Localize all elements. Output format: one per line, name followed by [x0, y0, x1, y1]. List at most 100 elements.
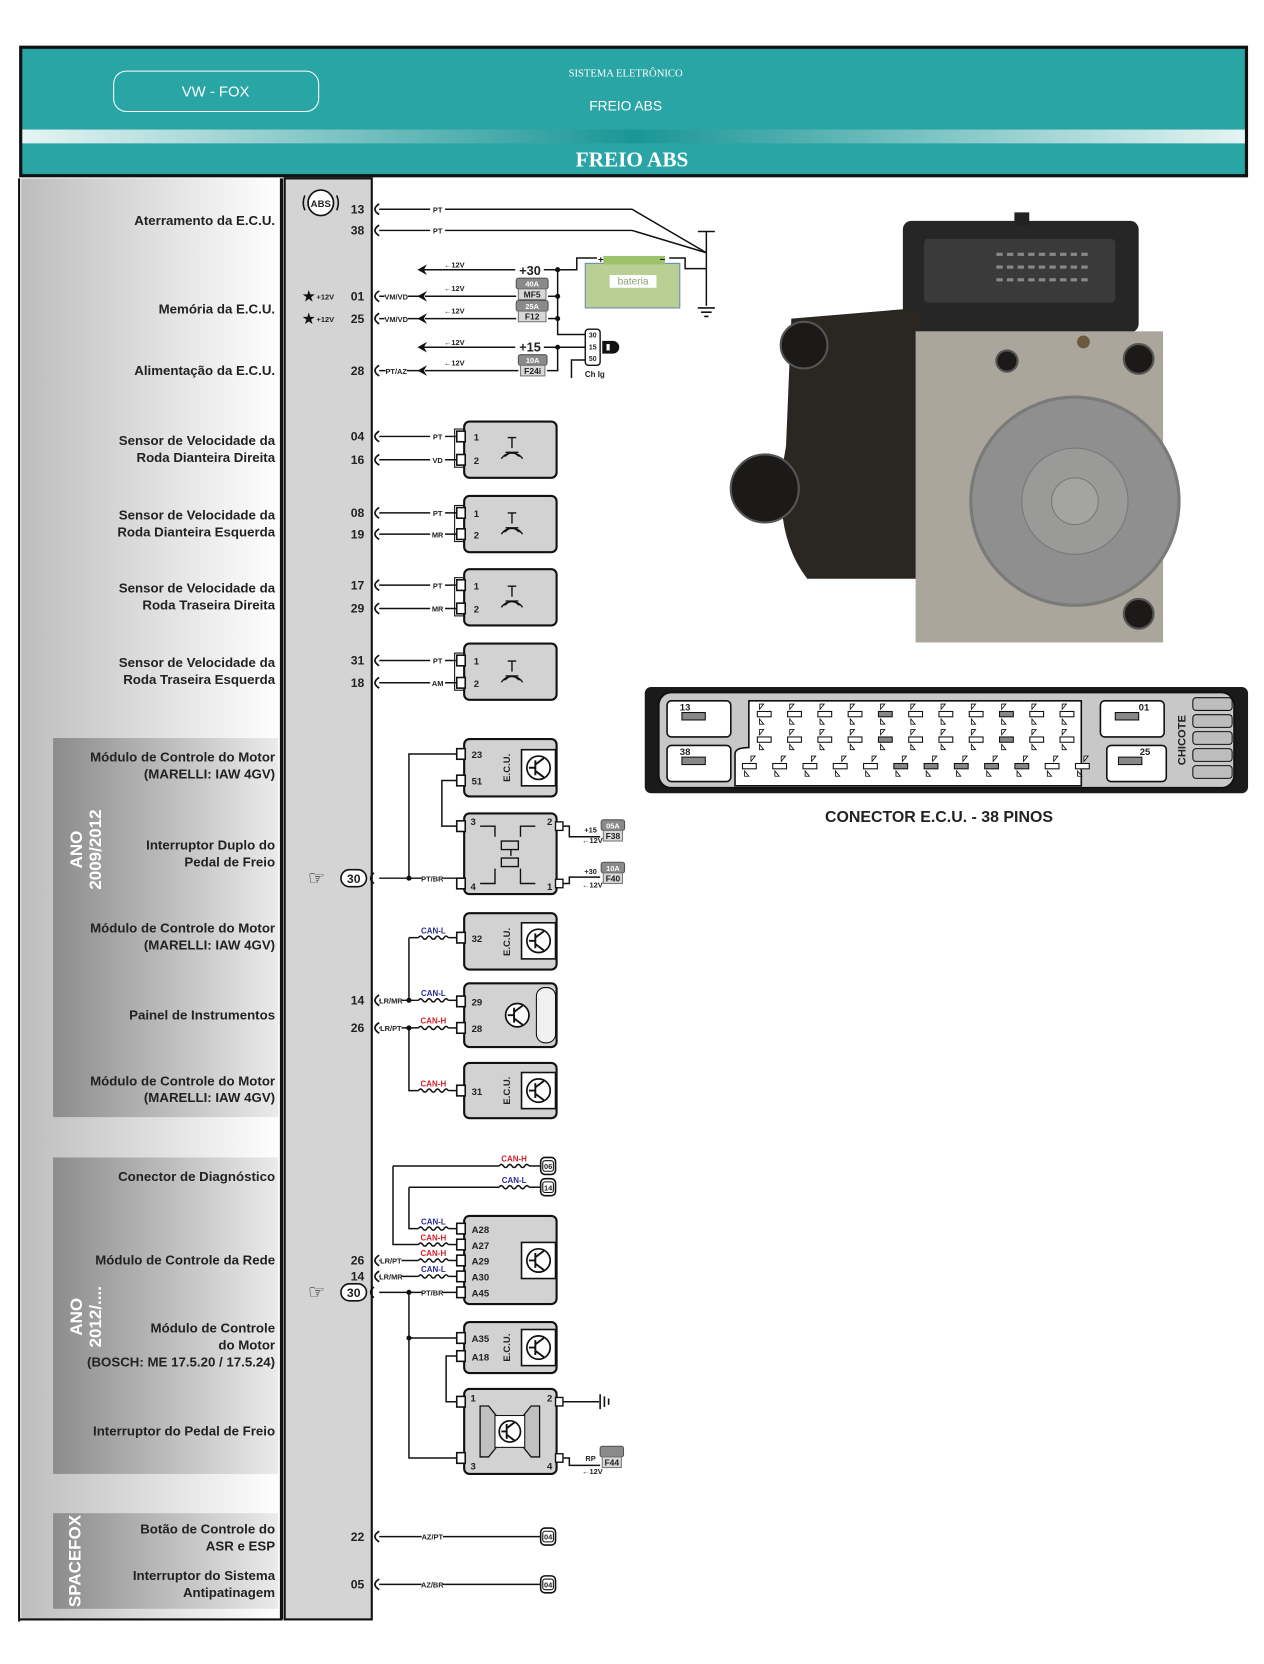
fuse-blade: [517, 288, 547, 300]
wire-label-bg: [380, 995, 402, 1005]
ecu-pin-30-oval: [340, 1283, 368, 1302]
fuse-id: F24i: [524, 366, 541, 376]
wire-label-bg: [430, 603, 446, 613]
transistor-icon: [520, 748, 557, 787]
sensor-pin: 2: [474, 530, 479, 541]
wire-color-label: PT/AZ: [385, 367, 407, 376]
fuse-blade: [601, 1456, 622, 1469]
wheel-speed-sensor: [463, 494, 558, 554]
connector-power-pin: [681, 756, 706, 766]
battery-negative-icon: −: [660, 254, 666, 265]
connector-signal-pin: [1059, 736, 1075, 743]
ecu-pin-socket: [374, 453, 380, 466]
photo-port: [779, 320, 829, 370]
connector-signal-pin: [877, 710, 893, 718]
ignition-switch: [584, 328, 601, 366]
connector-pin-latch: [1031, 729, 1038, 751]
wire-color-label: MR: [432, 530, 444, 539]
wire-color-label: LR/MR: [379, 996, 403, 1005]
component-label: Aterramento da E.C.U.: [134, 213, 275, 228]
connector-port: [554, 1396, 564, 1407]
switch-pin: 2: [547, 817, 552, 828]
photo-connector-pin: [1038, 278, 1046, 282]
ecu-pin-number: 19: [351, 527, 365, 541]
section-label: SPACEFOX: [66, 1514, 85, 1607]
connector-pin-latch: [1001, 703, 1007, 725]
connector-pin-latch: [880, 703, 886, 725]
year-section-band: [53, 1157, 279, 1474]
voltage-label: ←12V: [444, 284, 465, 293]
photo-connector-pin: [1038, 265, 1046, 269]
ecu-pin-number: 31: [351, 654, 365, 668]
connector-power-pin: [681, 712, 706, 721]
connector-port: [455, 774, 467, 787]
module-pin: A18: [472, 1352, 490, 1363]
wire-label-bg: [430, 203, 446, 214]
ecu-pin-socket: [369, 872, 375, 885]
photo-connector-pin: [1070, 252, 1078, 256]
transistor-circle: [525, 1078, 552, 1104]
component-label: Conector de Diagnóstico: [118, 1169, 275, 1184]
tone-wheel: [500, 601, 524, 608]
connector-signal-pin: [847, 710, 863, 718]
wire: [547, 347, 559, 372]
fuse-rating: 25A: [525, 302, 539, 311]
switch-pin: 3: [471, 817, 476, 828]
sensor-pin: 2: [474, 456, 479, 467]
abs-badge-icon: [307, 189, 335, 217]
ecu-pin-socket: [374, 364, 380, 377]
can-label: CAN-L: [421, 1217, 446, 1226]
can-label: CAN-H: [421, 1017, 447, 1026]
connector-pin-latch: [1077, 755, 1090, 777]
photo-connector-pin: [996, 278, 1003, 282]
connector-port: [455, 820, 467, 833]
connector-port: [455, 528, 467, 541]
wire-label-bg: [384, 313, 408, 323]
diagnostic-pin: [539, 1575, 557, 1594]
component-label: Sensor de Velocidade da: [119, 507, 276, 522]
connector-pin-latch: [940, 729, 947, 751]
ignition-pin: 30: [589, 333, 597, 340]
connector-port: [455, 430, 467, 443]
ecu-pin-number: 25: [351, 312, 365, 326]
ecu-pin-number: 28: [351, 364, 365, 378]
component-label: Pedal de Freio: [184, 855, 275, 870]
wheel-speed-sensor-icon: [500, 585, 524, 608]
module-pin: 28: [472, 1024, 483, 1035]
module-pin: A45: [472, 1289, 490, 1300]
connector-signal-pin: [1014, 762, 1030, 770]
component-label: Memória da E.C.U.: [159, 301, 275, 316]
connector-signal-pin: [817, 710, 833, 718]
tone-wheel: [500, 675, 524, 683]
section-label: ANO: [67, 831, 86, 869]
transistor-symbol: [501, 1421, 516, 1442]
wire-color-label: LR/PT: [380, 1024, 402, 1033]
connector-port: [455, 506, 467, 520]
arrow-left-icon: [417, 264, 427, 276]
photo-motor-center: [1051, 477, 1099, 526]
wire: [408, 1187, 419, 1230]
ecu-text: E.C.U.: [502, 928, 513, 956]
connector-pin-latch: [744, 755, 757, 777]
can-twisted-wire: [417, 1088, 449, 1093]
sensor-pin: 2: [474, 679, 479, 690]
wire: [379, 229, 707, 254]
can-label: CAN-L: [502, 1176, 527, 1185]
ground-icon: [697, 307, 715, 318]
voltage-label: ←12V: [444, 338, 465, 347]
transistor-symbol: [528, 757, 545, 779]
connector-pin-label: 13: [680, 702, 691, 713]
photo-connector-pin: [1060, 265, 1067, 269]
connector-pin-latch: [804, 755, 817, 777]
connector-pin-latch: [759, 703, 765, 725]
connector-port: [455, 1286, 467, 1299]
component-label: Interruptor do Sistema: [133, 1568, 276, 1583]
ecu-pin-number: 17: [351, 578, 365, 592]
pointing-hand-icon: ☞: [308, 867, 325, 890]
connector-signal-pin: [998, 736, 1014, 743]
year-section-band: [53, 1513, 279, 1609]
sensor-pin: 2: [474, 605, 479, 616]
brand-box: [113, 70, 320, 113]
harness-slot: [1192, 714, 1233, 728]
ecu-text: E.C.U.: [502, 1077, 513, 1105]
